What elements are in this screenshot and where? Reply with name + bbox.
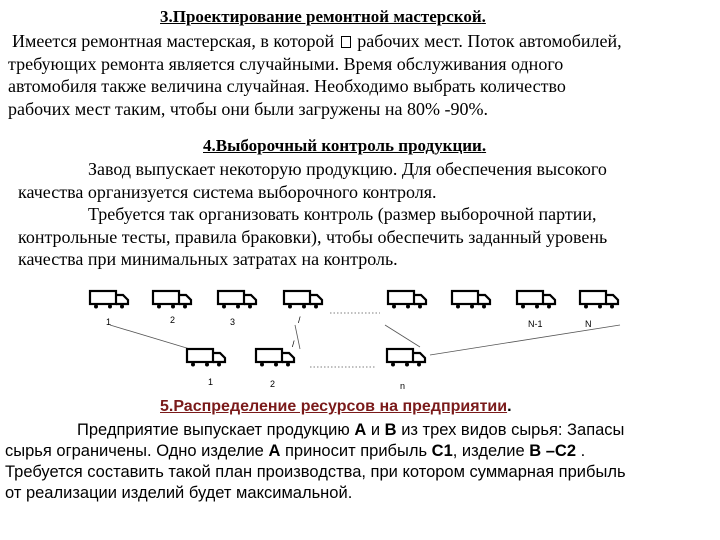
s4-line-5: качества при минимальных затратах на кон… (18, 249, 398, 269)
section-4-body: Завод выпускает некоторую продукцию. Для… (18, 158, 708, 271)
product-a: А (354, 421, 367, 439)
truck-top-4 (282, 289, 324, 310)
s3-line-1b: рабочих мест. Поток автомобилей, (357, 31, 622, 51)
s5-and: и (370, 421, 381, 439)
truck-bottom-1 (185, 347, 227, 368)
section-5-title-text: 5.Распределение ресурсов на предприятии (160, 398, 508, 415)
s3-line-4: рабочих мест таким, чтобы они были загру… (8, 98, 488, 119)
truck-top-6 (450, 289, 492, 310)
s5-line-1b: из трех видов сырья: Запасы (401, 421, 625, 439)
top-label-7: N (585, 319, 592, 329)
s4-line-3-text: Требуется так организовать контроль (раз… (88, 204, 597, 224)
s4-line-1-text: Завод выпускает некоторую продукцию. Для… (88, 159, 607, 179)
bottom-label-3: n (400, 381, 405, 391)
sampling-diagram: 1 2 3 / / N-1 N 1 2 n (88, 289, 621, 391)
s5-line-3: Требуется составить такой план производс… (5, 463, 626, 481)
profit-c2: В –С2 (529, 442, 577, 460)
section-4-title: 4.Выборочный контроль продукции. (203, 136, 487, 155)
s5-line-1a: Предприятие выпускает продукцию (77, 421, 350, 439)
connector-1 (109, 324, 191, 350)
top-label-3: 3 (230, 317, 235, 327)
bottom-label-2: 2 (270, 379, 275, 389)
top-label-6: N-1 (528, 319, 543, 329)
section-3-title-text: 3.Проектирование ремонтной мастерской (160, 7, 482, 26)
s5-line-2: сырья ограничены. Одно изделие А приноси… (5, 442, 586, 460)
top-label-1: 1 (106, 317, 111, 327)
section-5-title: 5.Распределение ресурсов на предприятии. (160, 398, 512, 415)
section-4-title-text: 4.Выборочный контроль продукции (203, 136, 482, 155)
connector-4 (429, 324, 621, 356)
truck-top-5 (386, 289, 428, 310)
product-a-2: А (268, 442, 281, 460)
connector-3 (384, 324, 421, 348)
s5-line-2c: , изделие (452, 442, 525, 460)
s4-line-1: Завод выпускает некоторую продукцию. Для… (18, 158, 708, 181)
s3-line-3: автомобиля также величина случайная. Нео… (8, 76, 566, 96)
s3-line-1a: Имеется ремонтная мастерская, в которой (12, 31, 335, 51)
connector-lines (109, 312, 621, 368)
top-label-2: 2 (170, 315, 175, 325)
s4-line-2: качества организуется система выборочног… (18, 181, 437, 202)
s4-line-3: Требуется так организовать контроль (раз… (18, 203, 708, 226)
s5-line-1: Предприятие выпускает продукцию А и В из… (5, 420, 717, 441)
profit-c1: С1 (431, 442, 453, 460)
s3-line-2: требующих ремонта является случайными. В… (8, 53, 564, 74)
product-b: В (384, 421, 397, 439)
truck-top-2 (151, 289, 193, 310)
s3-line-1: Имеется ремонтная мастерская, в которой … (8, 30, 716, 53)
connector-2 (294, 324, 301, 350)
section-3-title: 3.Проектирование ремонтной мастерской. (160, 7, 486, 26)
s5-line-2a: сырья ограничены. Одно изделие (5, 442, 264, 460)
truck-top-3 (216, 289, 258, 310)
section-5-body: Предприятие выпускает продукцию А и В из… (5, 420, 717, 504)
bottom-label-1: 1 (208, 377, 213, 387)
truck-bottom-2 (254, 347, 296, 368)
top-label-5: / (292, 339, 295, 349)
n-symbol-box (340, 36, 351, 48)
truck-top-8 (578, 289, 620, 310)
section-3-body: Имеется ремонтная мастерская, в которой … (8, 30, 716, 120)
s4-line-4: контрольные тесты, правила браковки), чт… (18, 226, 608, 247)
truck-top-7 (515, 289, 557, 310)
bottom-row-trucks (185, 347, 427, 368)
truck-bottom-3 (385, 347, 427, 368)
top-row-trucks (88, 289, 620, 310)
top-label-4: / (298, 315, 301, 325)
s5-line-2b: приносит прибыль (284, 442, 428, 460)
truck-top-1 (88, 289, 130, 310)
s5-line-4: от реализации изделий будет максимальной… (5, 484, 353, 502)
